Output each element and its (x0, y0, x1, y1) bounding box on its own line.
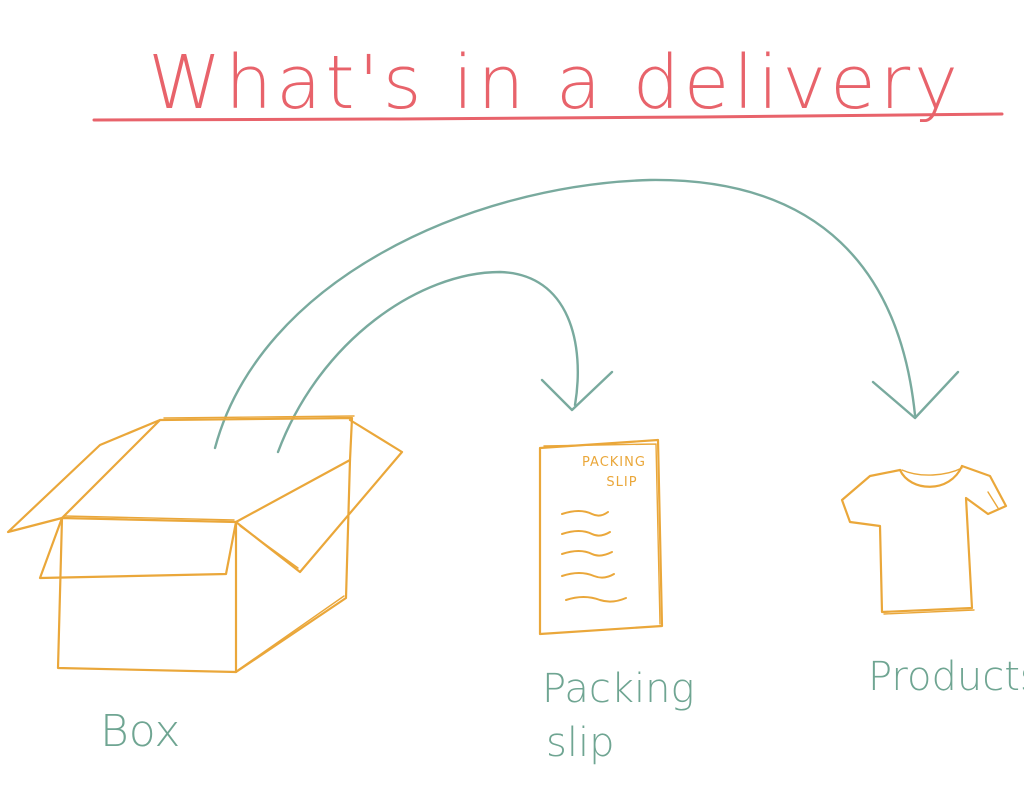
products-label: Products (868, 654, 1024, 700)
slip-heading-line-1: PACKING (582, 455, 646, 470)
slip-line (561, 572, 615, 579)
title-underline (92, 112, 1004, 122)
page-title: What's in a delivery (148, 40, 962, 126)
box-label: Box (100, 706, 180, 757)
arrow-box-to-products (213, 178, 960, 450)
packing-slip-label-line-1: Packing (542, 666, 694, 712)
slip-heading-line-2: SLIP (606, 475, 637, 490)
t-shirt-icon (840, 464, 1008, 615)
packing-slip-label-line-2: slip (546, 720, 614, 766)
slip-line (565, 596, 627, 603)
box-icon (6, 415, 404, 674)
slip-line (561, 530, 611, 537)
arrow-box-to-packing-slip (276, 270, 614, 454)
slip-line (561, 550, 613, 557)
packing-slip-icon: PACKING SLIP (538, 438, 664, 636)
slip-line (561, 510, 609, 517)
